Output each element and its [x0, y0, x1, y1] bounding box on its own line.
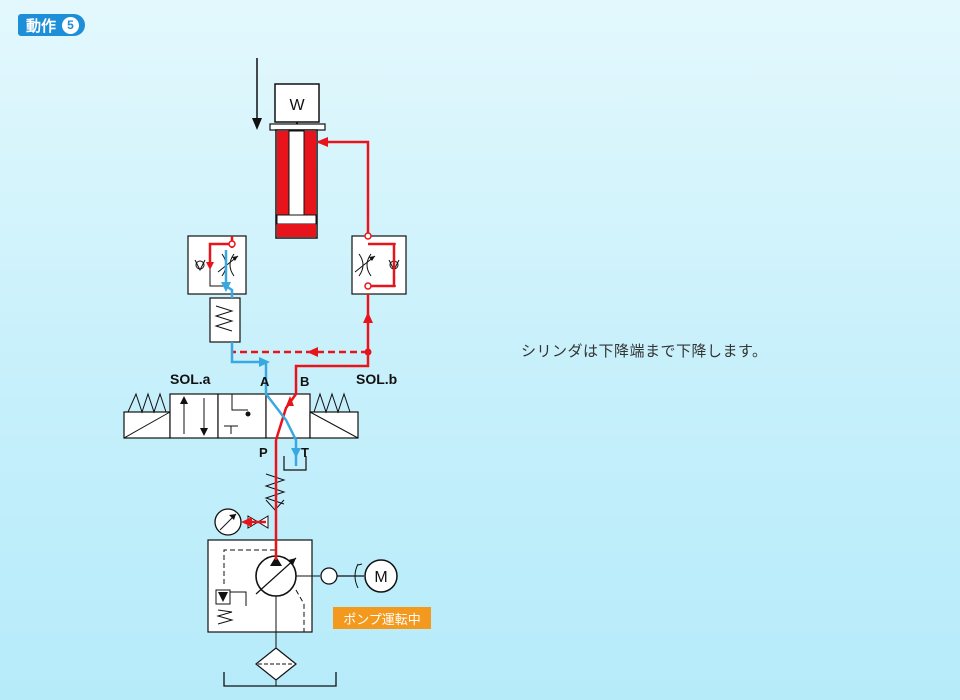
- directional-control-valve: [123, 392, 359, 439]
- hydraulic-cylinder: [269, 123, 326, 239]
- return-flow-arrows: [221, 282, 301, 458]
- flow-control-valve-right: [351, 235, 407, 295]
- port-t-label: T: [301, 445, 309, 460]
- weight-label: W: [289, 97, 305, 114]
- load-direction-arrow: [252, 58, 262, 130]
- pressure-gauge: [214, 508, 269, 536]
- flow-control-valve-left: [187, 235, 247, 295]
- step-title: 動作: [26, 17, 57, 35]
- sol-a-label: SOL.a: [170, 371, 211, 387]
- tank-symbol: [283, 456, 307, 471]
- suction-filter: [255, 647, 297, 686]
- pump-status-badge: ポンプ運転中: [333, 607, 431, 629]
- port-b-label: B: [300, 374, 309, 389]
- port-a-label: A: [260, 374, 270, 389]
- reservoir: [223, 672, 337, 687]
- motor-label: M: [374, 569, 387, 586]
- pressure-flow-arrows: [206, 137, 373, 527]
- electric-motor: M: [320, 559, 398, 593]
- operation-description: シリンダは下降端まで下降します。: [521, 343, 768, 360]
- port-p-label: P: [259, 445, 268, 460]
- hydraulic-pump: [255, 555, 320, 650]
- sol-b-label: SOL.b: [356, 371, 397, 387]
- return-line: [224, 250, 298, 466]
- step-number: 5: [62, 16, 80, 34]
- weight-load: W: [274, 83, 320, 130]
- pressure-line: [208, 140, 396, 560]
- step-badge: 動作 5: [18, 14, 86, 36]
- counterbalance-valve: [209, 297, 241, 343]
